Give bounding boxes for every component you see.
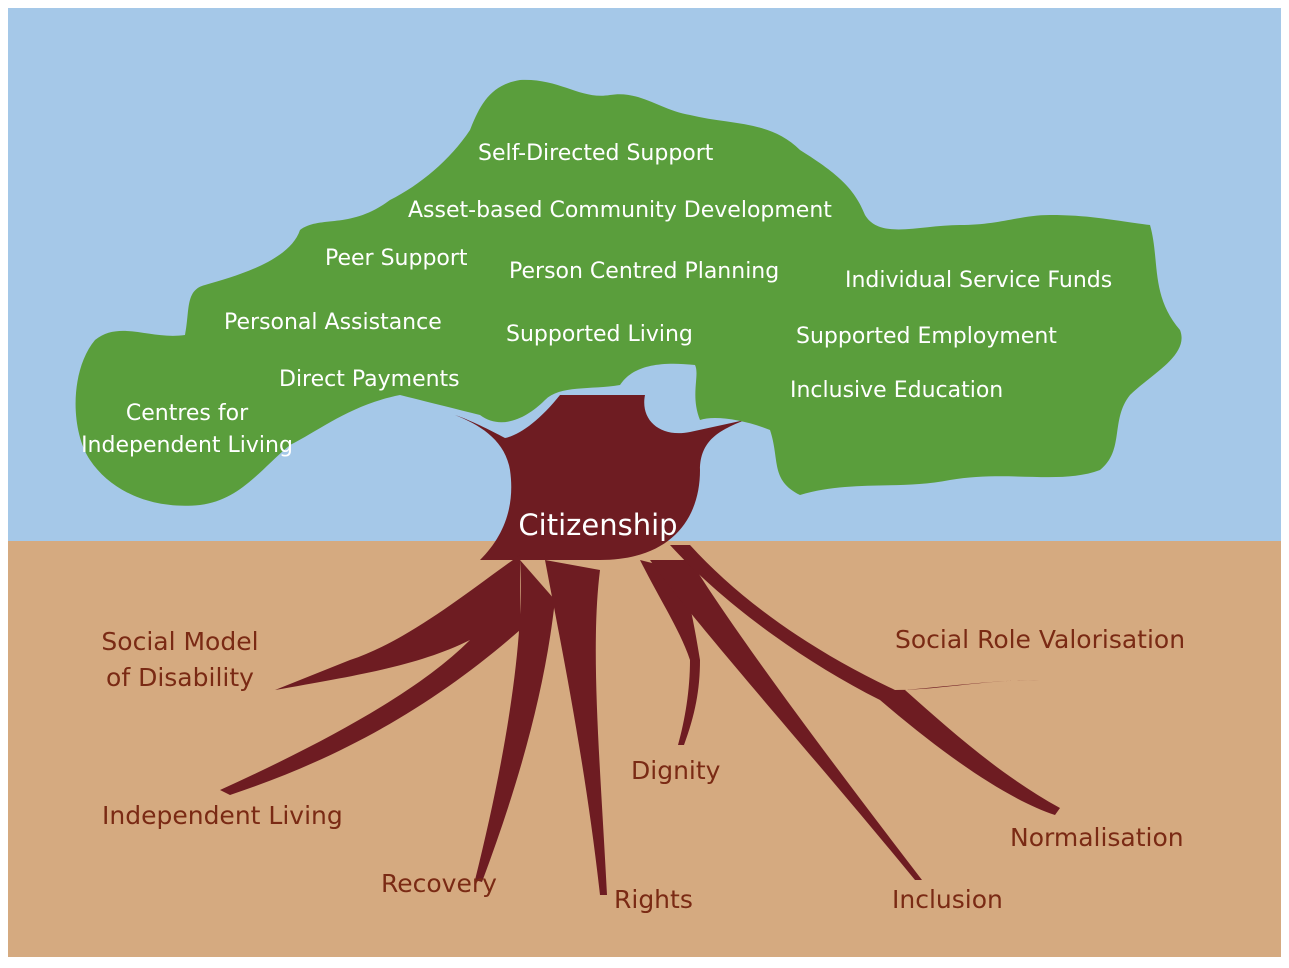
root-normalisation xyxy=(670,545,1060,815)
label-social-role-valorisation: Social Role Valorisation xyxy=(895,625,1185,654)
trunk xyxy=(455,395,745,560)
label-centres-for-independent-living-line2: Independent Living xyxy=(81,433,293,458)
label-person-centred-planning: Person Centred Planning xyxy=(509,259,779,284)
root-dignity xyxy=(640,560,700,745)
canopy-labels: Self-Directed Support Asset-based Commun… xyxy=(81,141,1112,458)
label-inclusive-education: Inclusive Education xyxy=(790,378,1003,403)
label-dignity: Dignity xyxy=(631,756,721,785)
label-self-directed-support: Self-Directed Support xyxy=(478,141,714,166)
label-supported-living: Supported Living xyxy=(506,322,693,347)
root-social-model xyxy=(220,555,520,795)
label-citizenship: Citizenship xyxy=(518,508,677,542)
root-rights xyxy=(545,560,607,895)
soil-background xyxy=(8,541,1281,957)
label-personal-assistance: Personal Assistance xyxy=(224,310,442,335)
label-individual-service-funds: Individual Service Funds xyxy=(845,268,1112,293)
label-social-model-line2: of Disability xyxy=(106,663,254,692)
label-rights: Rights xyxy=(614,885,693,914)
label-normalisation: Normalisation xyxy=(1010,823,1184,852)
root-labels: Social Model of Disability Independent L… xyxy=(101,625,1185,914)
label-supported-employment: Supported Employment xyxy=(796,324,1057,349)
root-recovery xyxy=(475,560,555,882)
label-centres-for-independent-living-line1: Centres for xyxy=(126,401,249,426)
label-inclusion: Inclusion xyxy=(892,885,1003,914)
label-independent-living: Independent Living xyxy=(102,801,343,830)
label-peer-support: Peer Support xyxy=(325,246,468,271)
label-direct-payments: Direct Payments xyxy=(279,367,460,392)
label-social-model-line1: Social Model xyxy=(101,627,258,656)
label-asset-based-community-development: Asset-based Community Development xyxy=(408,198,832,223)
root-inclusion xyxy=(650,560,922,880)
tree-canopy xyxy=(75,79,1182,506)
trunk-and-roots xyxy=(220,395,1060,895)
label-recovery: Recovery xyxy=(381,869,497,898)
